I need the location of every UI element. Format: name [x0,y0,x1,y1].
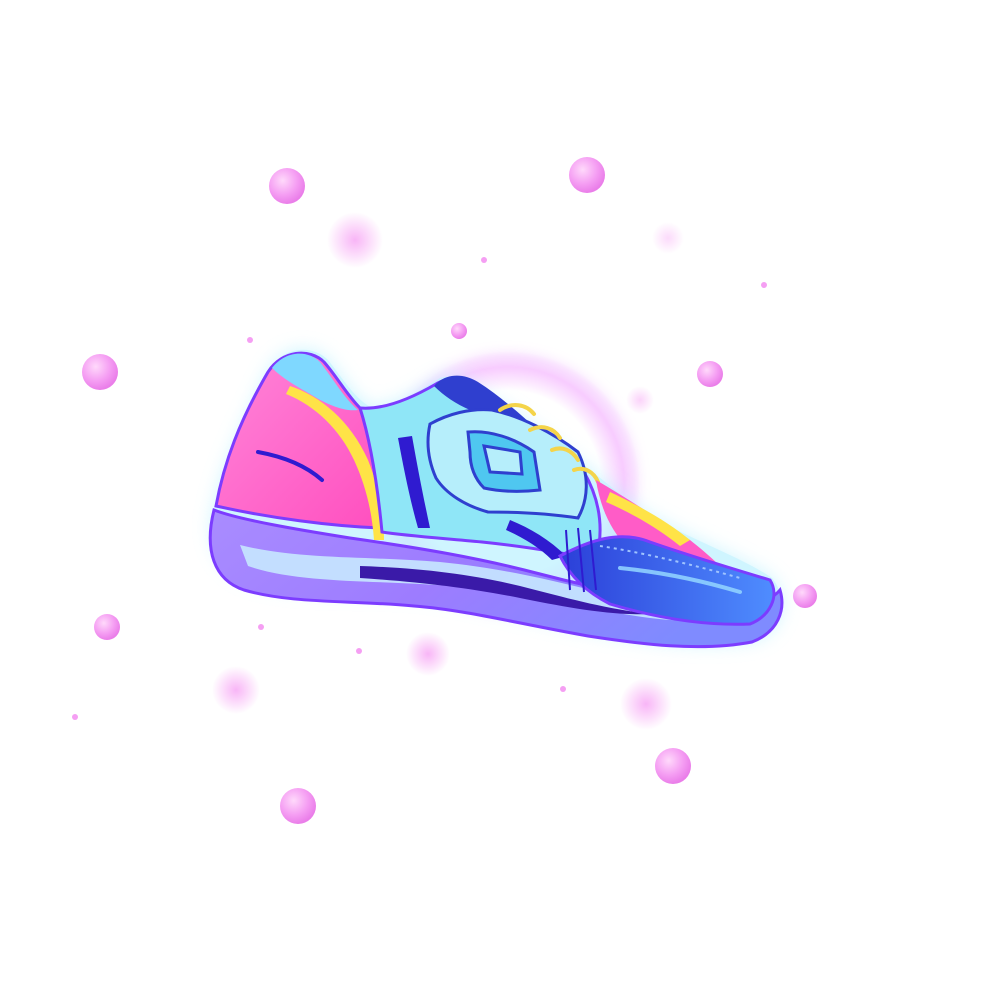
heel-collar [272,353,358,411]
heel-curve [256,450,324,482]
toe-shine [618,566,742,594]
sneaker [208,349,784,649]
soft-bubbles [212,212,684,730]
sole-dark-stripe [360,566,650,615]
lace-panel-notch [482,444,524,476]
panel-lines [565,527,597,593]
laces [498,403,600,484]
bubbles [72,157,817,824]
upper-stripe [398,436,430,528]
toe-yellow [606,492,690,546]
upper-stripe-2 [506,520,566,560]
accent-stripe [286,386,384,540]
toe-stitch [599,545,741,579]
toe-box [558,535,776,626]
